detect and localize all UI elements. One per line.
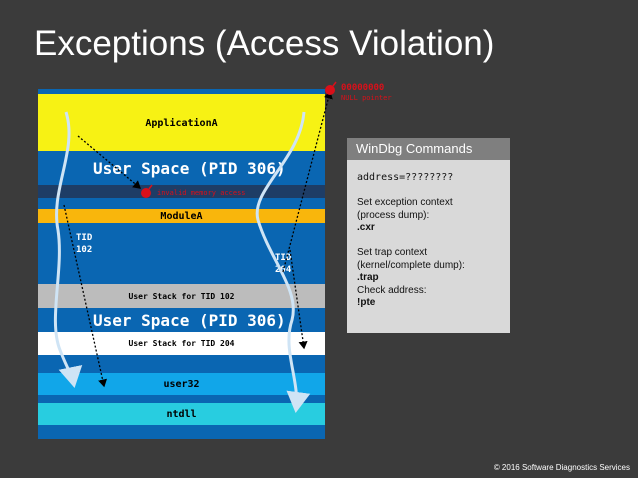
panel-title: WinDbg Commands bbox=[347, 138, 510, 160]
user-stack-102-region: User Stack for TID 102 bbox=[38, 284, 325, 308]
windbg-commands-panel: WinDbg Commands address=???????? Set exc… bbox=[347, 138, 510, 333]
thread-204-call-arrow bbox=[289, 249, 308, 350]
ntdll-region: ntdll bbox=[38, 403, 325, 425]
user32-region: user32 bbox=[38, 373, 325, 395]
dark-gap-region bbox=[38, 185, 325, 198]
tid-102-label-line1: TID bbox=[76, 233, 93, 243]
thread-102-path bbox=[53, 111, 83, 388]
application-region: ApplicationA bbox=[38, 94, 325, 152]
slide-title: Exceptions (Access Violation) bbox=[34, 24, 495, 63]
thread-102-call-arrow bbox=[63, 204, 108, 388]
tid-102-label: TID 102 bbox=[76, 232, 92, 256]
null-address-label: 00000000 bbox=[341, 83, 385, 93]
check-address-line: Check address: bbox=[357, 284, 427, 296]
address-line: address=???????? bbox=[357, 172, 454, 183]
user-space-label-top: User Space (PID 306) bbox=[38, 151, 325, 185]
copyright-notice: © 2016 Software Diagnostics Services bbox=[493, 463, 630, 472]
null-pointer-label: NULL pointer bbox=[341, 94, 392, 102]
null-pointer-arrow bbox=[282, 90, 333, 273]
exception-context-line2: (process dump): bbox=[357, 209, 430, 221]
cxr-command: .cxr bbox=[357, 222, 375, 233]
module-region: ModuleA bbox=[38, 209, 325, 223]
trap-command: .trap bbox=[357, 272, 379, 283]
user-stack-204-region: User Stack for TID 204 bbox=[38, 332, 325, 355]
tid-102-label-line2: 102 bbox=[76, 245, 93, 255]
exception-context-line1: Set exception context bbox=[357, 197, 453, 208]
pte-command: !pte bbox=[357, 297, 376, 308]
trap-context-line1: Set trap context bbox=[357, 247, 428, 258]
invalid-access-label: invalid memory access bbox=[157, 189, 246, 197]
bomb-icon bbox=[325, 81, 337, 95]
invalid-access-arrow bbox=[77, 135, 141, 189]
bomb-icon bbox=[141, 184, 153, 198]
thread-204-path bbox=[255, 111, 311, 413]
user-space-label-bottom: User Space (PID 306) bbox=[38, 308, 325, 332]
tid-204-label-line1: TID bbox=[275, 253, 292, 263]
trap-context-line2: (kernel/complete dump): bbox=[357, 259, 465, 271]
